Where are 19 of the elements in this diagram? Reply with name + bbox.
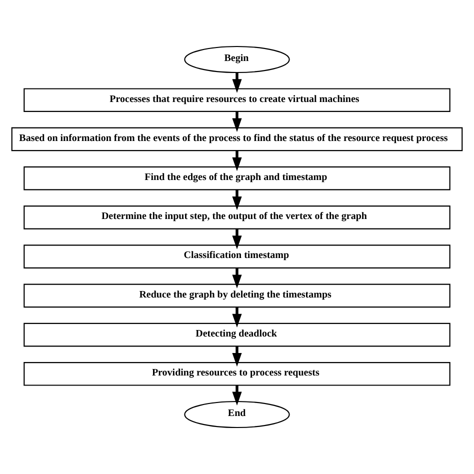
node-box: Detecting deadlock (24, 322, 450, 347)
node-box: Find the edges of the graph and timestamp (24, 166, 450, 190)
arrow (232, 307, 242, 328)
node-box: Based on information from the events of the process to find the status of the resource request process (11, 127, 463, 152)
arrow (232, 190, 242, 210)
node-ellipse: Begin (184, 46, 290, 74)
node-box: Processes that require resources to create virtual machines (24, 88, 450, 112)
node-box: Determine the input step, the output of the vertex of the graph (24, 206, 450, 230)
arrow (232, 150, 242, 172)
arrow (232, 346, 242, 367)
arrow (232, 268, 242, 288)
node-box: Providing resources to process requests (24, 362, 450, 386)
arrow (232, 228, 242, 250)
arrow (232, 385, 242, 406)
node-ellipse: End (184, 400, 290, 428)
arrow (232, 112, 242, 132)
arrow (232, 72, 242, 93)
node-box: Classification timestamp (24, 244, 450, 268)
node-box: Reduce the graph by deleting the timestamps (24, 284, 450, 308)
